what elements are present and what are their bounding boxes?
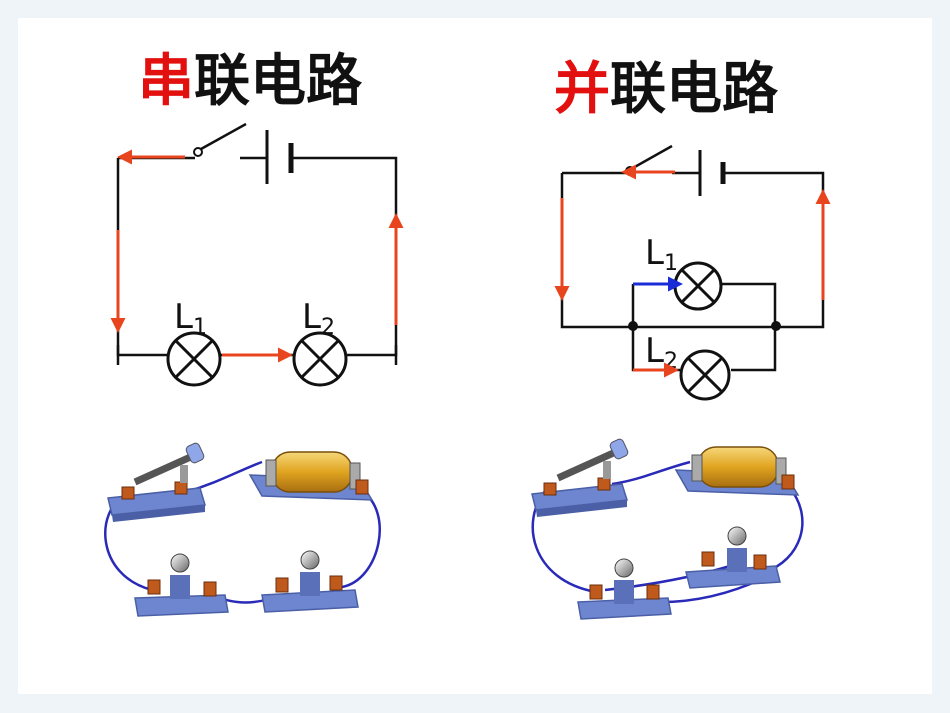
series-current-arrows: [110, 149, 404, 363]
parallel-title-rest: 联电路: [610, 57, 778, 122]
parallel-title-highlight: 并: [554, 57, 610, 122]
parallel-circuit-title: 并联电路: [554, 62, 778, 118]
series-battery-device: [248, 451, 374, 501]
parallel-apparatus: [531, 438, 804, 620]
parallel-lamp2-device: [577, 558, 672, 620]
series-lamp2-device: [261, 550, 359, 613]
parallel-lamp1-device: [685, 526, 781, 589]
parallel-battery-device: [674, 446, 800, 496]
parallel-lamp2-symbol: [679, 349, 731, 401]
parallel-schematic: [554, 144, 831, 401]
parallel-junction-left: [628, 321, 638, 331]
series-circuit-title: 串联电路: [138, 54, 362, 110]
parallel-battery-symbol: [698, 150, 726, 196]
series-switch-symbol: [193, 122, 247, 157]
series-switch-device: [107, 442, 206, 522]
series-apparatus: [104, 442, 381, 617]
series-title-highlight: 串: [138, 49, 194, 114]
parallel-switch-device: [531, 438, 629, 517]
series-battery-symbol: [265, 130, 294, 184]
series-schematic: [110, 122, 404, 387]
series-lamp1-symbol: [166, 331, 222, 387]
series-lamp2-symbol: [292, 331, 348, 387]
parallel-lamp1-symbol: [673, 261, 723, 311]
parallel-junction-right: [771, 321, 781, 331]
series-lamp1-device: [134, 553, 229, 617]
series-wires: [116, 156, 398, 365]
parallel-current-arrows: [554, 164, 831, 378]
parallel-lamp1-label: L1: [645, 233, 678, 276]
series-title-rest: 联电路: [194, 49, 362, 114]
